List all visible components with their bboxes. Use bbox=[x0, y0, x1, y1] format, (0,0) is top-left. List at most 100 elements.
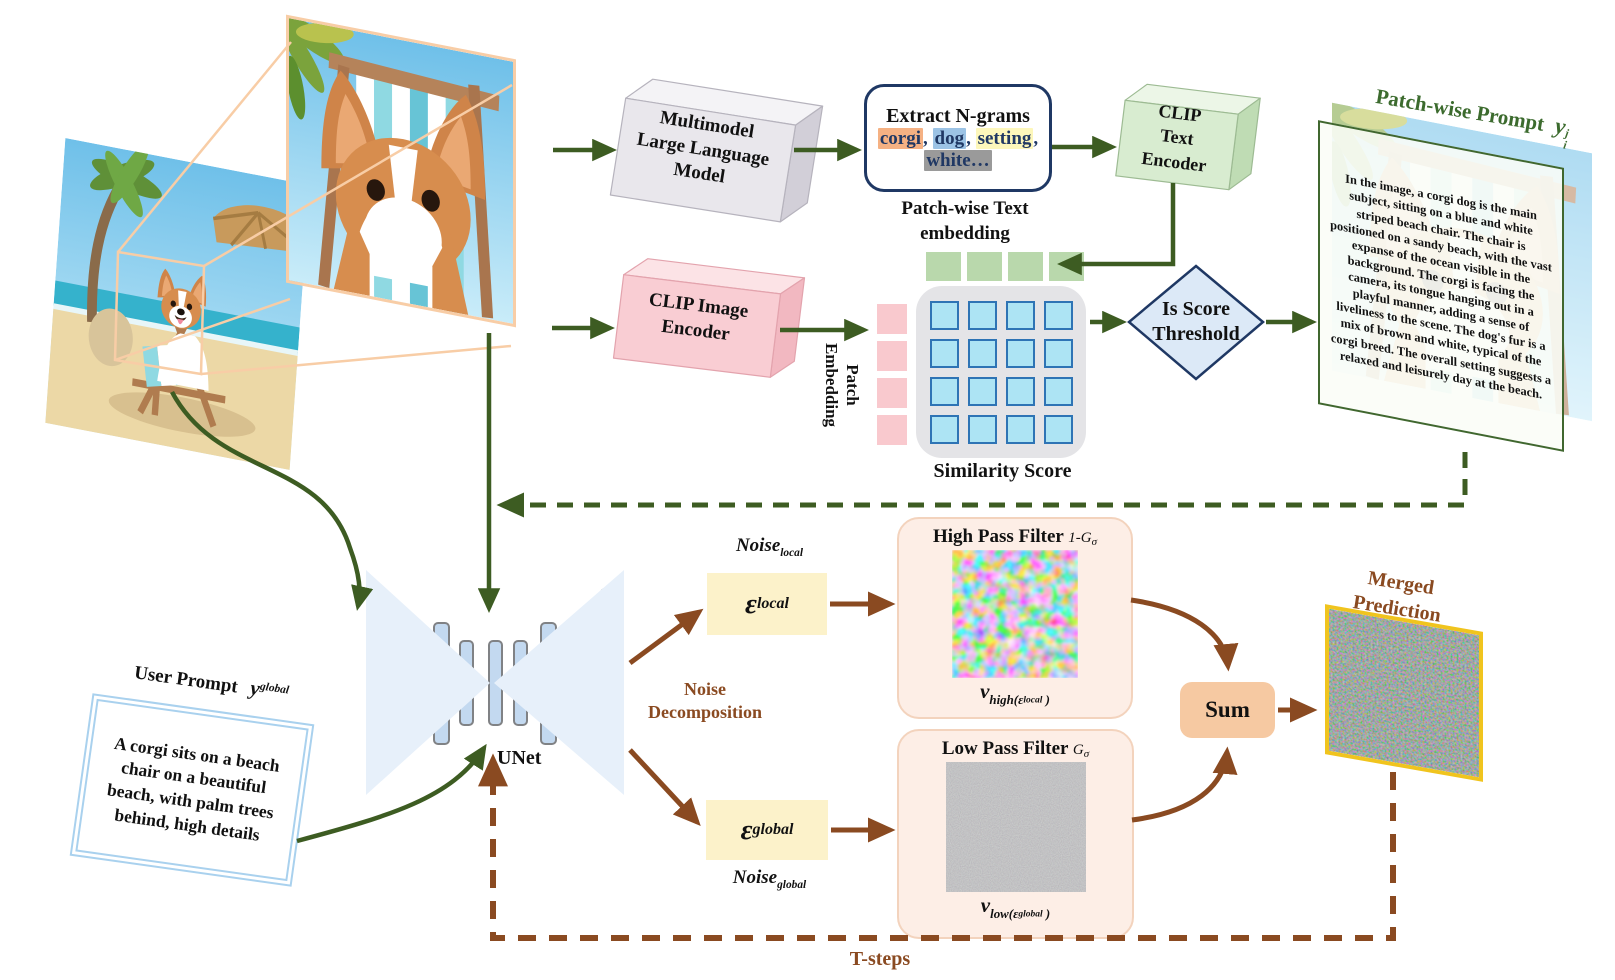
unet-bar bbox=[568, 622, 585, 745]
noise-local-base: Noise bbox=[735, 535, 781, 556]
image-embedding-cells bbox=[877, 304, 907, 445]
ngrams-title: Extract N-grams bbox=[886, 104, 1030, 127]
low-pass-formula: G bbox=[1072, 742, 1084, 758]
noise-local-label: Noiselocal bbox=[702, 534, 837, 561]
arrow-highpass-to-sum bbox=[1130, 597, 1239, 672]
similarity-cell bbox=[1005, 300, 1035, 330]
similarity-cell bbox=[967, 300, 997, 330]
v-high-base: v bbox=[980, 679, 990, 703]
extract-ngrams-box: Extract N-grams corgi, dog, setting, whi… bbox=[864, 84, 1052, 192]
v-low-subsub: global bbox=[1018, 909, 1043, 920]
similarity-cell bbox=[929, 300, 959, 330]
image-embedding-cell bbox=[877, 304, 907, 334]
patch-prompt-text: In the image, a corgi dog is the main su… bbox=[1330, 171, 1552, 402]
sum-label: Sum bbox=[1205, 697, 1250, 722]
text-embedding-cell bbox=[1049, 252, 1084, 281]
arrow-unet-to-epsglobal bbox=[628, 748, 701, 827]
noise-decomposition-label: Noise Decomposition bbox=[648, 679, 762, 723]
similarity-cell bbox=[1005, 338, 1035, 368]
sum-box: Sum bbox=[1180, 682, 1275, 738]
similarity-cell bbox=[967, 376, 997, 406]
image-embedding-cell bbox=[877, 341, 907, 371]
text-embedding-cells bbox=[926, 252, 1084, 281]
ngrams-tokens-line1: corgi, dog, setting, bbox=[877, 127, 1039, 150]
low-pass-title-text: Low Pass Filter bbox=[941, 738, 1069, 759]
similarity-cell bbox=[1043, 300, 1073, 330]
eps-global-symbol: ε bbox=[740, 813, 753, 846]
patch-text-embedding-label: Patch-wise Text embedding bbox=[901, 198, 1029, 244]
unet-bar bbox=[540, 622, 557, 745]
low-pass-noise-image bbox=[945, 762, 1086, 892]
similarity-cell bbox=[1043, 338, 1073, 368]
score-threshold-label: Is Score Threshold bbox=[1152, 298, 1240, 345]
token-separator: , bbox=[923, 127, 933, 149]
high-pass-title: High Pass Filter 1-Gσ bbox=[933, 526, 1097, 548]
user-prompt-text: A corgi sits on a beach chair on a beaut… bbox=[105, 732, 282, 845]
noise-global-label: Noiseglobal bbox=[702, 866, 837, 893]
unet-bar bbox=[433, 622, 450, 745]
token-corgi: corgi bbox=[877, 127, 923, 149]
v-high-close: ) bbox=[1042, 691, 1050, 707]
noise-global-sub: global bbox=[777, 879, 807, 892]
similarity-cell bbox=[1005, 414, 1035, 444]
text-embedding-cell bbox=[967, 252, 1002, 281]
similarity-cell bbox=[967, 338, 997, 368]
unet-bar bbox=[366, 592, 385, 778]
image-embedding-cell bbox=[877, 415, 907, 445]
low-pass-caption: vlow(εglobal ) bbox=[981, 893, 1050, 922]
token-separator: , bbox=[966, 127, 976, 149]
user-prompt-title-text: User Prompt bbox=[132, 662, 240, 698]
v-low-base: v bbox=[980, 893, 991, 917]
text-embedding-cell bbox=[926, 252, 961, 281]
high-pass-formula-sub: σ bbox=[1091, 536, 1098, 548]
mllm-label: Multimodel Large Language Model bbox=[635, 107, 771, 188]
user-prompt-box: A corgi sits on a beach chair on a beaut… bbox=[69, 693, 315, 887]
eps-local-sub: local bbox=[756, 595, 789, 612]
unet-label: UNet bbox=[497, 747, 542, 769]
similarity-cell bbox=[929, 414, 959, 444]
high-pass-title-text: High Pass Filter bbox=[932, 526, 1064, 547]
merged-prediction-image bbox=[1325, 604, 1483, 782]
clip-image-encoder-label: CLIP Image Encoder bbox=[647, 289, 750, 345]
low-pass-panel: Low Pass Filter Gσ vlow(εglobal ) bbox=[897, 729, 1134, 939]
token-dog: dog bbox=[932, 127, 967, 149]
eps-local-symbol: ε bbox=[745, 587, 757, 620]
token-separator: , bbox=[1033, 127, 1039, 149]
similarity-score-label: Similarity Score bbox=[933, 460, 1072, 482]
high-pass-panel: High Pass Filter 1-Gσ vhigh(εlocal ) bbox=[897, 517, 1133, 719]
high-pass-noise-image bbox=[952, 550, 1078, 678]
arrow-lowpass-to-sum bbox=[1131, 746, 1238, 823]
low-pass-formula-sub: σ bbox=[1083, 748, 1090, 760]
arrow-unet-to-epslocal bbox=[628, 608, 704, 666]
similarity-cell bbox=[1005, 376, 1035, 406]
ngrams-tokens-line2: white… bbox=[924, 149, 992, 172]
tsteps-label: T-steps bbox=[849, 948, 911, 970]
corgi-crop-image bbox=[286, 14, 516, 328]
token-white: white… bbox=[924, 149, 992, 171]
image-embedding-cell bbox=[877, 378, 907, 408]
noise-local-sub: local bbox=[780, 547, 804, 560]
patch-prompt-symbol-sub: i bbox=[1562, 139, 1568, 152]
unet-bar bbox=[600, 588, 620, 776]
v-low-sub: low(ε bbox=[990, 905, 1019, 921]
similarity-score-grid bbox=[916, 286, 1086, 458]
unet-bar bbox=[404, 622, 421, 745]
unet-bar bbox=[488, 640, 503, 726]
eps-global-sub: global bbox=[752, 821, 794, 838]
similarity-cell bbox=[929, 338, 959, 368]
text-embedding-cell bbox=[1008, 252, 1043, 281]
noise-global-base: Noise bbox=[732, 867, 778, 888]
v-high-sub: high(ε bbox=[989, 691, 1024, 707]
high-pass-caption: vhigh(εlocal ) bbox=[980, 679, 1050, 708]
clip-text-encoder-label: CLIP Text Encoder bbox=[1140, 100, 1208, 176]
unet-bar bbox=[459, 640, 474, 726]
similarity-cell bbox=[929, 376, 959, 406]
v-high-subsub: local bbox=[1023, 695, 1043, 706]
similarity-cell bbox=[1043, 414, 1073, 444]
user-prompt-symbol-sup: global bbox=[259, 680, 290, 697]
low-pass-title: Low Pass Filter Gσ bbox=[942, 738, 1089, 760]
arrow-userprompt-to-unet bbox=[296, 743, 487, 844]
